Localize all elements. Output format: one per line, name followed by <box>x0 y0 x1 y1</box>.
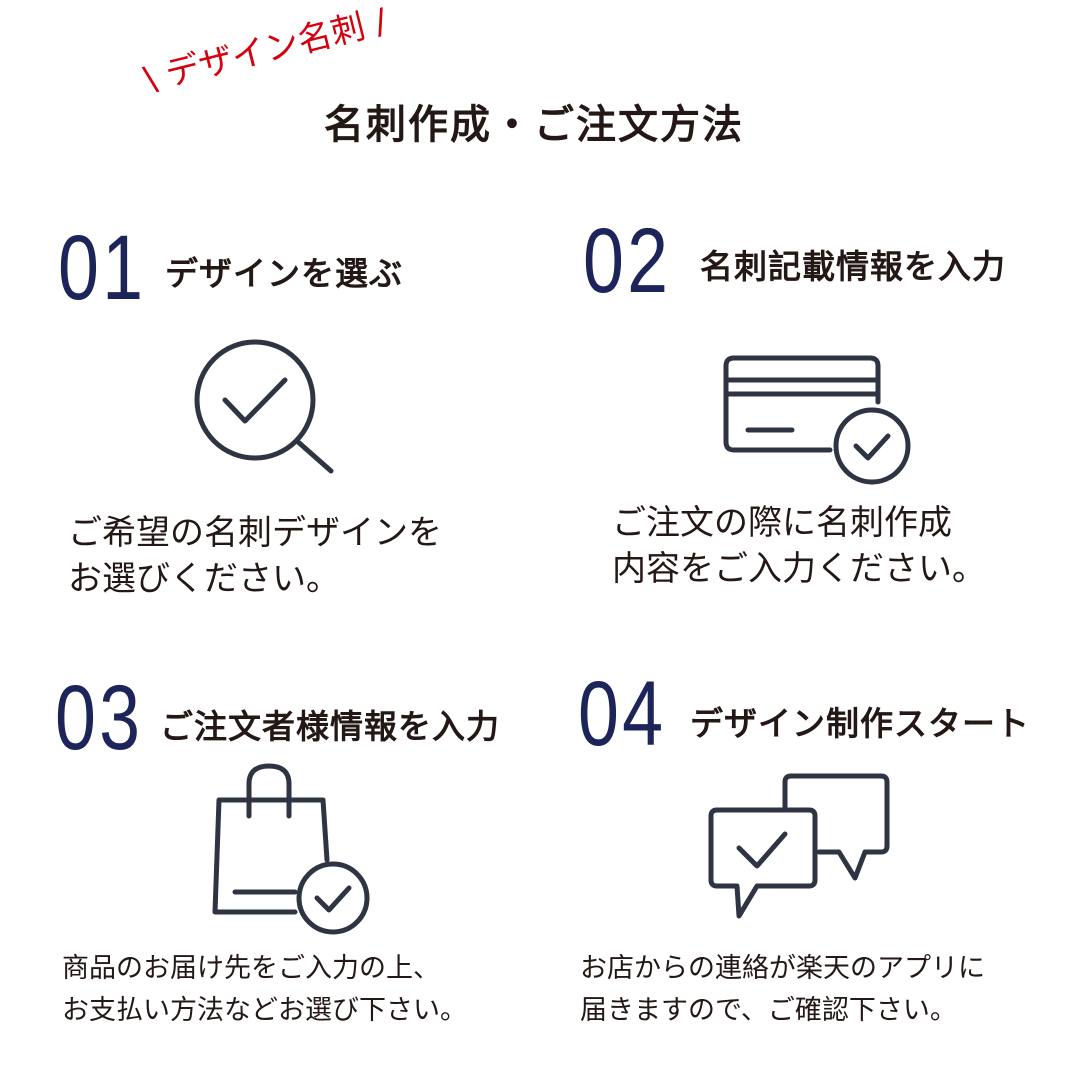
shopping-bag-check-icon <box>212 763 370 935</box>
step-2-title: 名刺記載情報を入力 <box>700 247 1006 286</box>
magnifier-check-icon <box>194 339 334 474</box>
step-2-number: 02 <box>583 210 672 312</box>
step-1-number: 01 <box>58 217 147 319</box>
step-4-number: 04 <box>578 663 667 765</box>
chat-check-icon <box>708 773 890 919</box>
step-1-title: デザインを選ぶ <box>165 254 403 293</box>
step-4-body: お店からの連絡が楽天のアプリに 届きますので、ご確認下さい。 <box>580 953 985 1026</box>
step-3-number: 03 <box>55 667 144 769</box>
credit-card-check-icon <box>723 355 911 485</box>
step-3-body: 商品のお届け先をご入力の上、 お支払い方法などお選び下さい。 <box>62 953 467 1026</box>
design-meishi-tag: \ デザイン名刺 / <box>140 1 391 101</box>
step-3-title: ご注文者様情報を入力 <box>160 707 500 746</box>
step-4-title: デザイン制作スタート <box>690 704 1030 743</box>
step-1-body: ご希望の名刺デザインを お選びください。 <box>68 513 442 599</box>
step-2-body: ご注文の際に名刺作成 内容をご入力ください。 <box>612 503 986 589</box>
page-title: 名刺作成・ご注文方法 <box>324 102 744 148</box>
